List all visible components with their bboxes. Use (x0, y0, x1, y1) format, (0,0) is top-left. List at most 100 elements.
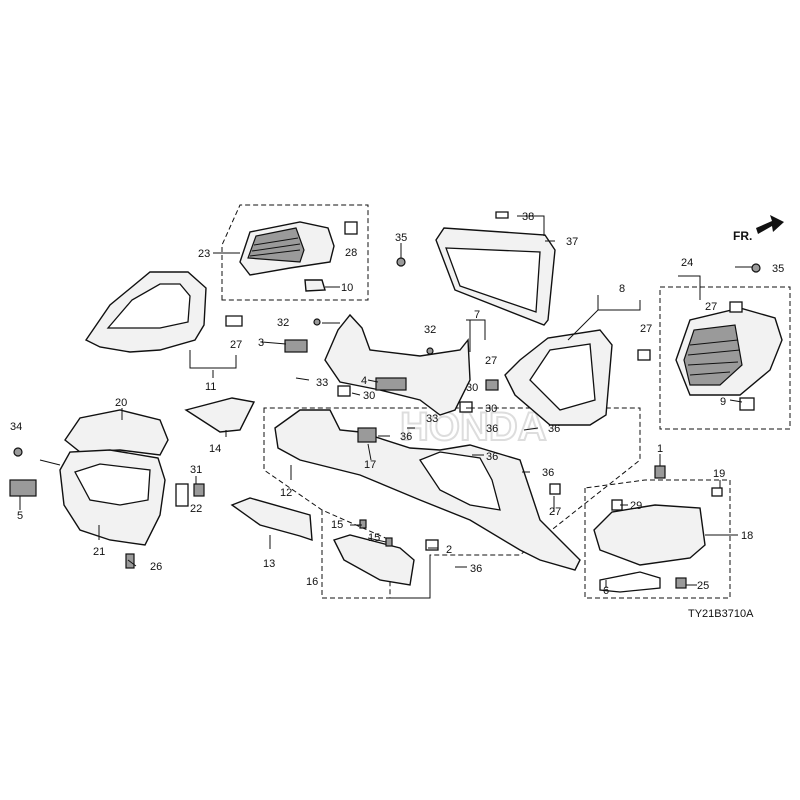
front-direction-arrow: FR. (733, 215, 784, 243)
callout-34: 34 (10, 421, 22, 433)
part-13-garnish (230, 497, 313, 541)
callout-24: 24 (681, 257, 693, 269)
part-24-side-vent (675, 307, 783, 396)
callout-32-a: 32 (277, 317, 289, 329)
watermark: HONDA (400, 405, 547, 449)
callout-30-c: 30 (466, 382, 478, 394)
part-17-switch (357, 427, 377, 443)
callout-27-e: 27 (549, 506, 561, 518)
callout-27-a: 27 (230, 339, 242, 351)
callout-30-a: 30 (363, 390, 375, 402)
callout-11: 11 (205, 381, 216, 393)
part-27-clip-c (729, 301, 743, 313)
callout-6: 6 (603, 585, 609, 597)
callout-20: 20 (115, 397, 127, 409)
callout-15-b: 15 (368, 532, 380, 544)
part-27-clip-b (637, 349, 651, 361)
callout-27-d: 27 (705, 301, 717, 313)
callout-26: 26 (150, 561, 162, 573)
callout-27-b: 27 (485, 355, 497, 367)
callout-36-d: 36 (486, 451, 498, 463)
part-32-screw-a (313, 318, 321, 326)
direction-label: FR. (733, 229, 752, 243)
part-25-clip (675, 577, 687, 589)
callout-35-b: 35 (772, 263, 784, 275)
callout-28: 28 (345, 247, 357, 259)
part-21-cover-opening (74, 463, 151, 506)
part-1-clip (654, 465, 666, 479)
part-35-screw-a (396, 257, 406, 267)
group-box-18 (584, 479, 731, 599)
callout-38: 38 (522, 211, 534, 223)
part-30-nut-b (337, 385, 351, 397)
callout-30-b: 30 (485, 403, 497, 415)
part-34-screw (13, 447, 23, 457)
part-3-bracket (284, 339, 308, 353)
part-31-bolt (193, 483, 205, 497)
callout-36-a: 36 (400, 431, 412, 443)
part-8-garnish-opening (529, 343, 596, 411)
callouts: 1 2 3 4 5 6 7 8 9 10 11 12 13 14 15 15 1… (10, 211, 784, 597)
callout-16: 16 (306, 576, 318, 588)
callout-29: 29 (630, 500, 642, 512)
part-27-clip-d (549, 483, 561, 495)
callout-14: 14 (209, 443, 221, 455)
arrow-icon (756, 215, 784, 234)
callout-5: 5 (17, 510, 23, 522)
callout-4: 4 (361, 375, 367, 387)
callout-2: 2 (446, 544, 452, 556)
callout-3: 3 (258, 337, 264, 349)
callout-36-c: 36 (548, 423, 560, 435)
callout-33-b: 33 (426, 413, 438, 425)
part-16-latch-assembly (333, 534, 415, 586)
part-35-screw-b (751, 263, 761, 273)
callout-36-b: 36 (486, 423, 498, 435)
callout-17: 17 (364, 459, 376, 471)
part-15-screw-a (359, 519, 367, 529)
callout-21: 21 (93, 546, 105, 558)
part-28-clip (344, 221, 358, 235)
group-box-24 (659, 286, 791, 430)
callout-25: 25 (697, 580, 709, 592)
part-6-pad (599, 571, 661, 593)
callout-18: 18 (741, 530, 753, 542)
part-23-side-vent (239, 221, 335, 276)
callout-13: 13 (263, 558, 275, 570)
callout-37: 37 (566, 236, 578, 248)
part-2-clip (425, 539, 439, 551)
callout-35-a: 35 (395, 232, 407, 244)
callout-36-f: 36 (470, 563, 482, 575)
part-5-switch (9, 479, 37, 497)
callout-23: 23 (198, 248, 210, 260)
part-9-clip (739, 397, 755, 411)
callout-19: 19 (713, 468, 725, 480)
callout-15-a: 15 (331, 519, 343, 531)
part-10-bracket (304, 279, 326, 292)
part-11-panel-opening (106, 283, 191, 329)
part-12-glovebox-opening (419, 451, 501, 511)
callout-10: 10 (341, 282, 353, 294)
leader-lines (19, 215, 752, 588)
callout-22: 22 (190, 503, 202, 515)
callout-12: 12 (280, 487, 292, 499)
group-box-23 (221, 204, 369, 301)
callout-32-b: 32 (424, 324, 436, 336)
callout-33-a: 33 (316, 377, 328, 389)
part-32-screw-b (426, 347, 434, 355)
callout-8: 8 (619, 283, 625, 295)
part-7-center-frame (324, 313, 471, 416)
callout-7: 7 (474, 309, 480, 321)
part-30-nut-a (485, 379, 499, 391)
part-19-bumper (711, 487, 723, 497)
part-27-clip-a (225, 315, 243, 327)
callout-27-c: 27 (640, 323, 652, 335)
part-30-nut-c (459, 401, 473, 413)
diagram-code: TY21B3710A (688, 608, 754, 620)
part-37-visor-opening (445, 247, 541, 313)
part-14-garnish (184, 397, 256, 433)
part-22-bracket (175, 483, 189, 507)
group-box-16 (321, 510, 431, 599)
part-18-glove-box (593, 504, 706, 566)
